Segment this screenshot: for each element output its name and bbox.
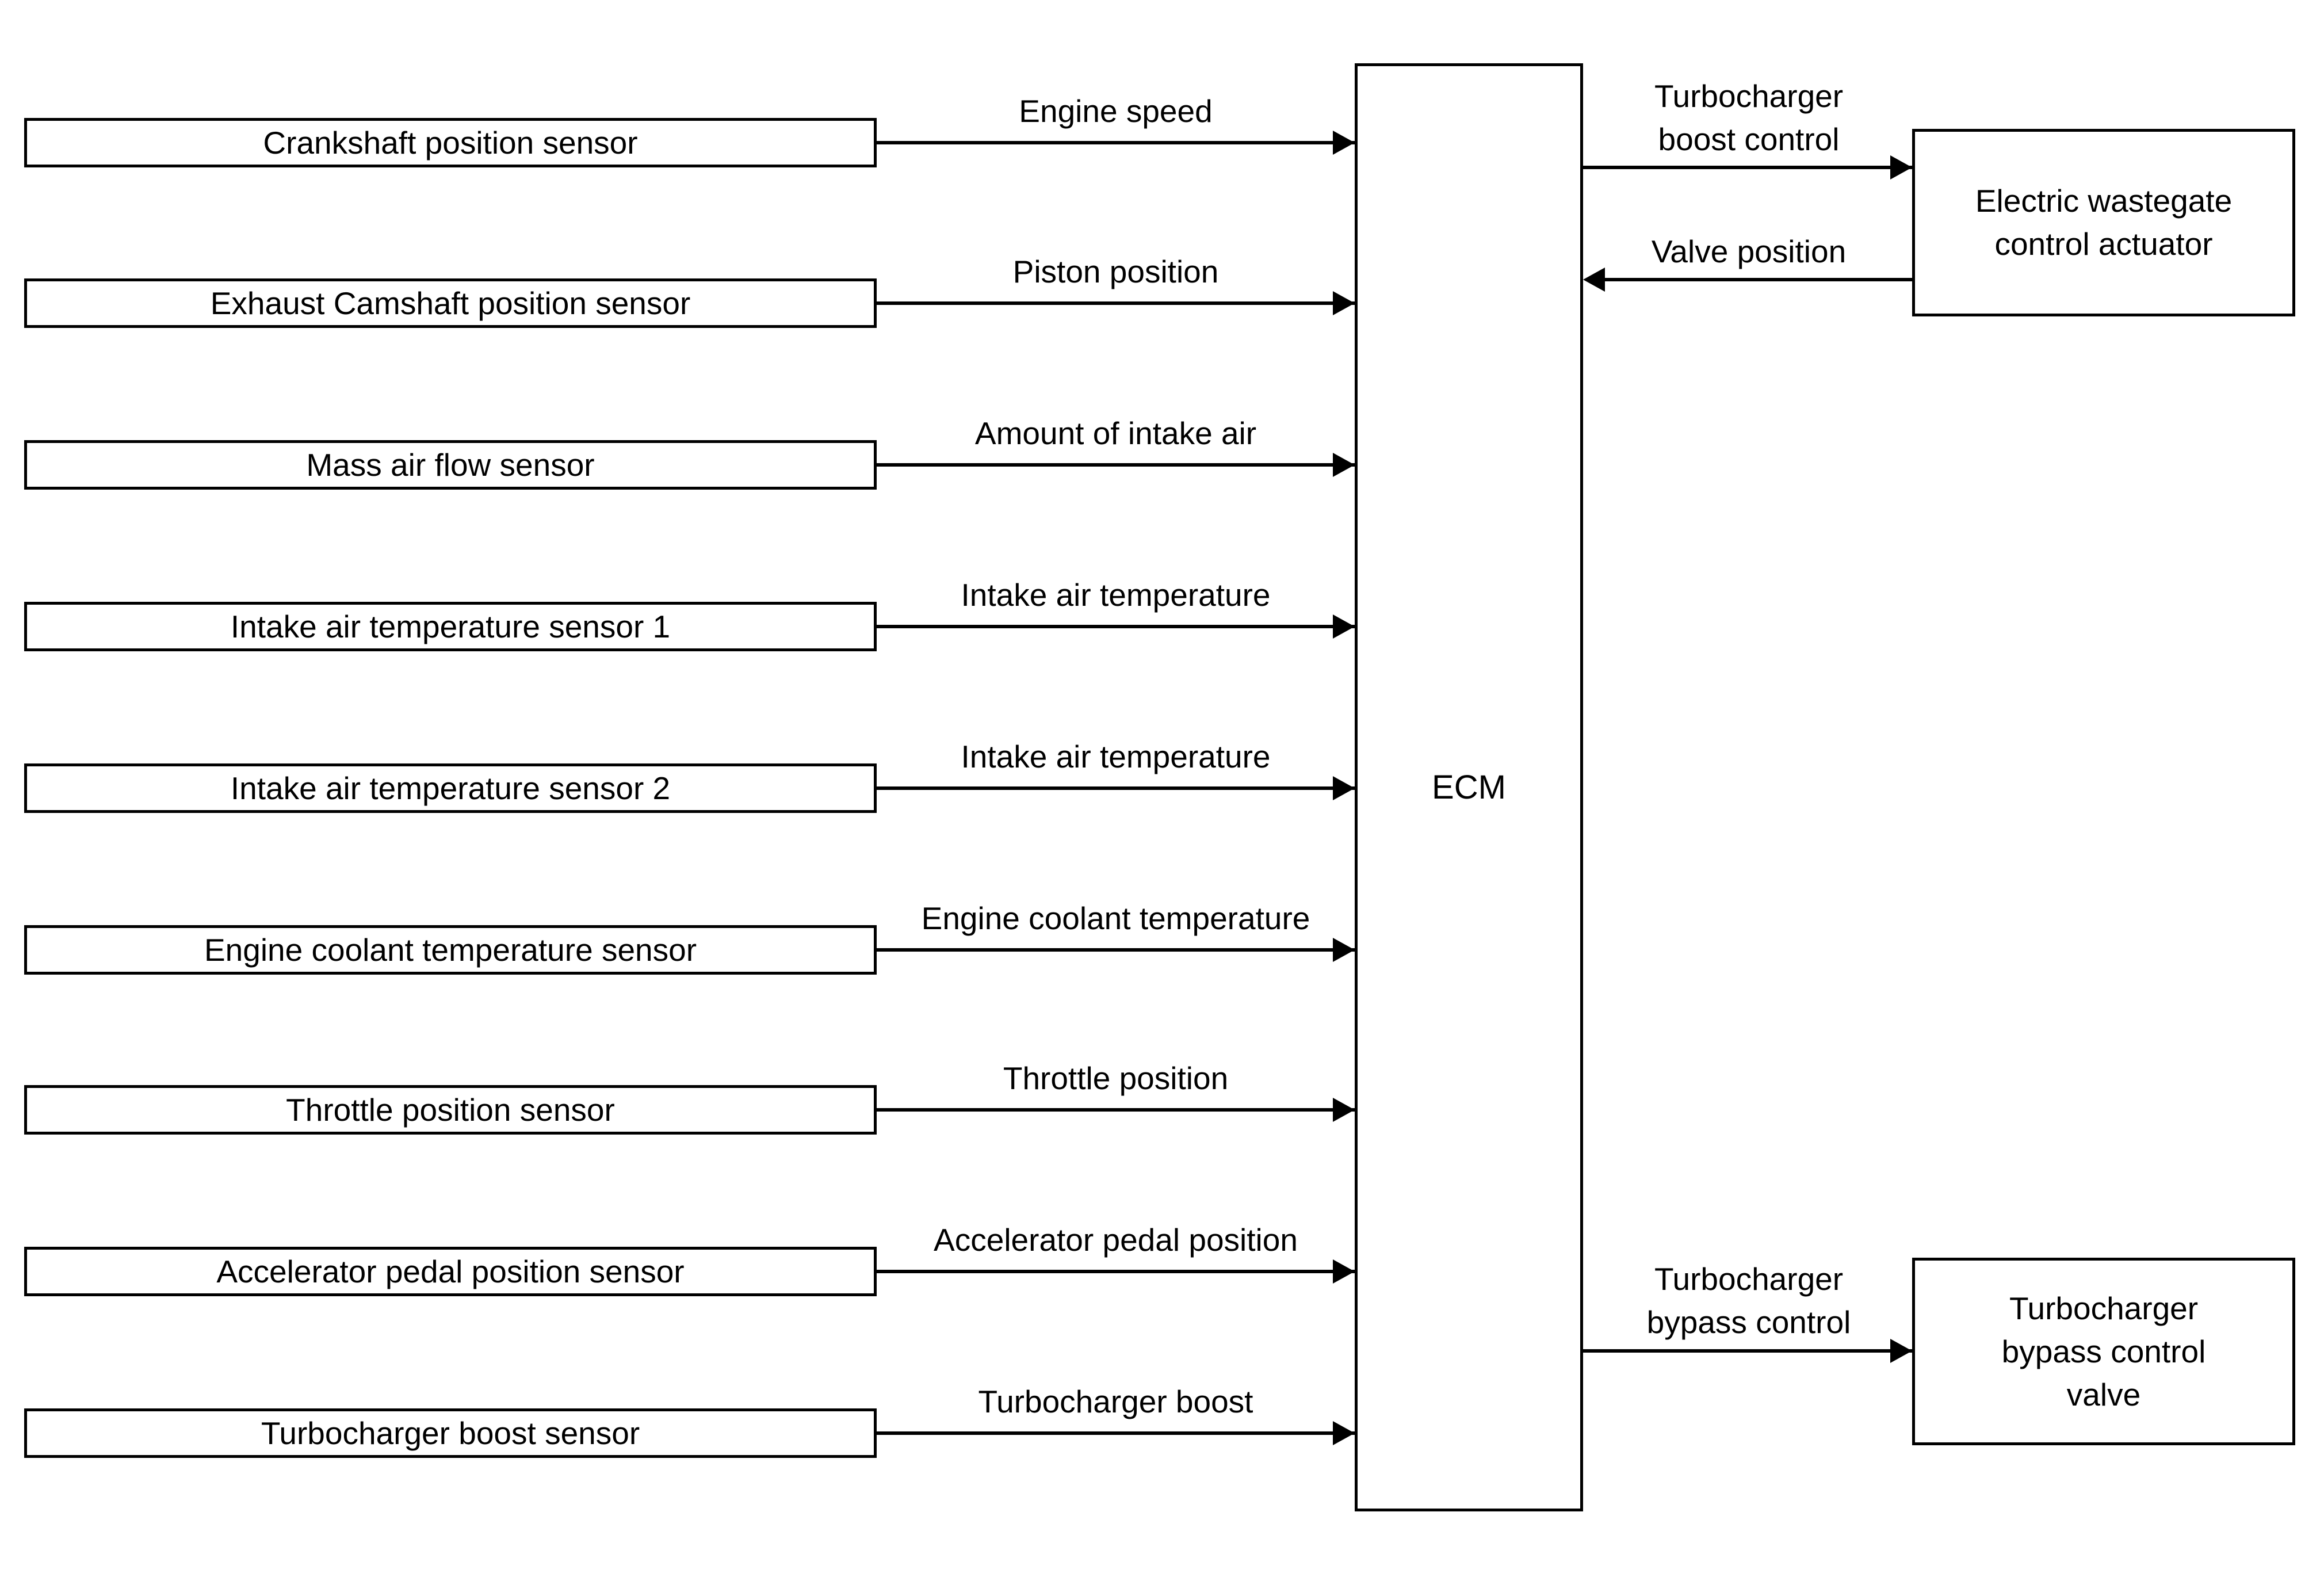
box-accelerator-pedal-position-sensor: Accelerator pedal position sensor xyxy=(24,1247,877,1296)
arrow-head xyxy=(1333,131,1355,155)
arrow-head xyxy=(1333,776,1355,800)
arrow-head xyxy=(1333,1098,1355,1122)
box-label: Electric wastegate control actuator xyxy=(1975,183,2233,262)
signal-label-turbocharger-boost-control: Turbocharger boost control xyxy=(1654,78,1844,157)
box-label: Accelerator pedal position sensor xyxy=(216,1253,685,1289)
arrow-line xyxy=(1583,166,1912,169)
arrow-head xyxy=(1890,155,1912,180)
box-electric-wastegate-control-actuator: Electric wastegate control actuator xyxy=(1912,129,2295,316)
box-throttle-position-sensor: Throttle position sensor xyxy=(24,1085,877,1135)
box-crankshaft-position-sensor: Crankshaft position sensor xyxy=(24,118,877,167)
box-mass-air-flow-sensor: Mass air flow sensor xyxy=(24,440,877,490)
arrow-head xyxy=(1333,1421,1355,1445)
box-intake-air-temperature-sensor-2: Intake air temperature sensor 2 xyxy=(24,763,877,813)
signal-label-intake-air-temperature-1: Intake air temperature xyxy=(961,577,1271,613)
signal-label-intake-air-temperature-2: Intake air temperature xyxy=(961,739,1271,774)
signal-label-engine-speed: Engine speed xyxy=(1019,93,1213,129)
box-label: Throttle position sensor xyxy=(286,1091,615,1128)
arrow-line xyxy=(1583,1349,1912,1353)
box-label: Turbocharger boost sensor xyxy=(261,1415,640,1451)
box-engine-coolant-temperature-sensor: Engine coolant temperature sensor xyxy=(24,925,877,975)
box-exhaust-camshaft-position-sensor: Exhaust Camshaft position sensor xyxy=(24,278,877,328)
arrow-line xyxy=(877,948,1355,952)
box-label: Turbocharger bypass control valve xyxy=(2001,1290,2206,1412)
signal-label-amount-of-intake-air: Amount of intake air xyxy=(974,415,1257,451)
box-intake-air-temperature-sensor-1: Intake air temperature sensor 1 xyxy=(24,602,877,651)
arrow-line xyxy=(877,301,1355,305)
arrow-head xyxy=(1583,268,1605,292)
arrow-line xyxy=(877,786,1355,790)
arrow-head xyxy=(1333,614,1355,639)
arrow-line xyxy=(877,1431,1355,1435)
signal-label-turbocharger-bypass-control: Turbocharger bypass control xyxy=(1646,1261,1851,1340)
arrow-line xyxy=(1602,278,1912,281)
signal-label-turbocharger-boost: Turbocharger boost xyxy=(978,1384,1253,1419)
arrow-head xyxy=(1333,938,1355,962)
box-label: Mass air flow sensor xyxy=(306,446,595,483)
arrow-line xyxy=(877,1270,1355,1273)
ecm-label: ECM xyxy=(1432,769,1506,806)
arrow-line xyxy=(877,1108,1355,1112)
arrow-head xyxy=(1333,1259,1355,1284)
box-label: Intake air temperature sensor 2 xyxy=(230,770,671,806)
arrow-head xyxy=(1890,1339,1912,1363)
signal-label-engine-coolant-temperature: Engine coolant temperature xyxy=(921,900,1310,936)
arrow-line xyxy=(877,625,1355,628)
signal-label-throttle-position: Throttle position xyxy=(1003,1060,1229,1096)
box-label: Intake air temperature sensor 1 xyxy=(230,608,671,644)
box-label: Exhaust Camshaft position sensor xyxy=(210,285,691,321)
box-turbocharger-boost-sensor: Turbocharger boost sensor xyxy=(24,1408,877,1458)
box-turbocharger-bypass-control-valve: Turbocharger bypass control valve xyxy=(1912,1258,2295,1445)
box-label: Engine coolant temperature sensor xyxy=(204,931,697,968)
box-label: Crankshaft position sensor xyxy=(263,124,638,161)
signal-label-accelerator-pedal-position: Accelerator pedal position xyxy=(934,1222,1298,1258)
signal-label-piston-position: Piston position xyxy=(1012,254,1219,289)
box-ecm: ECM xyxy=(1355,63,1583,1511)
arrow-line xyxy=(877,463,1355,467)
signal-label-valve-position: Valve position xyxy=(1651,234,1847,269)
arrow-head xyxy=(1333,291,1355,315)
arrow-line xyxy=(877,141,1355,144)
arrow-head xyxy=(1333,453,1355,477)
